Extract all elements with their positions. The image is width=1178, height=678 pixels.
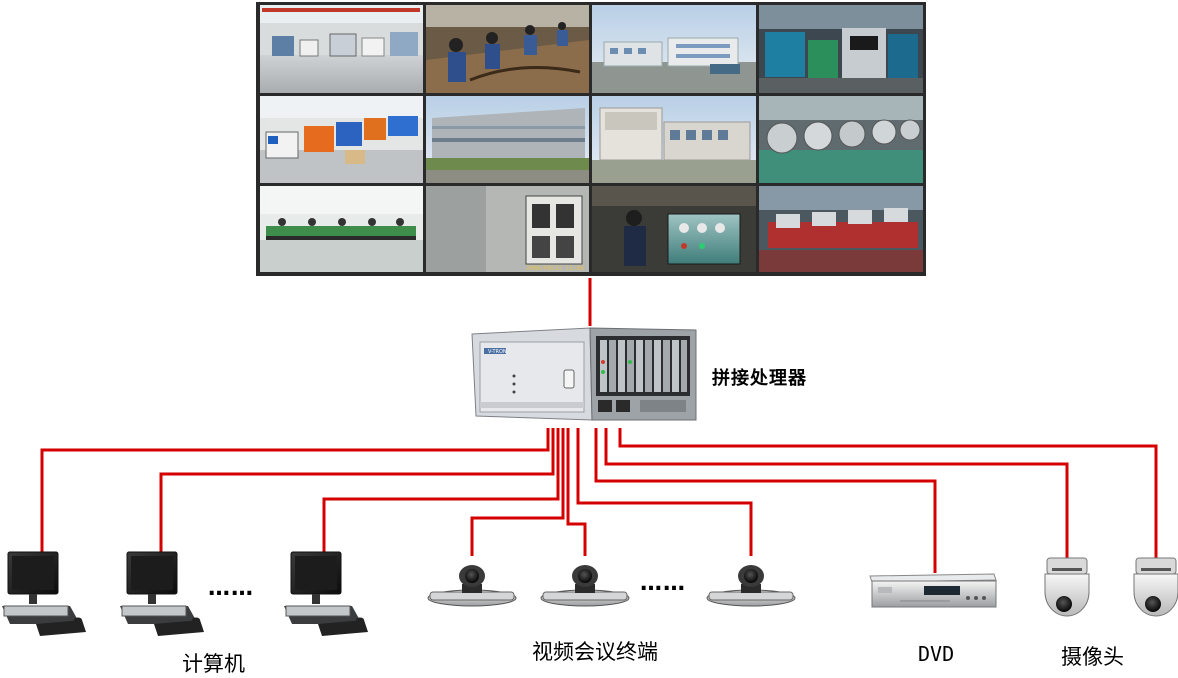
wall-tile-machinery (759, 5, 923, 93)
link-vc-3 (576, 428, 753, 556)
wall-tile-workshop-hall (260, 186, 423, 272)
link-camera-1 (604, 428, 1069, 560)
wall-tile-office-building (592, 96, 756, 183)
link-vc-2 (566, 428, 587, 556)
computer-1 (2, 551, 86, 636)
link-camera-2 (618, 428, 1158, 560)
dome-camera-2 (1133, 557, 1178, 617)
dvd-player (869, 573, 997, 608)
link-vc-1 (470, 428, 565, 556)
dome-camera-1 (1044, 557, 1090, 617)
wall-tile-electrical-cabinet: 2006/09/22 15:08 (426, 186, 589, 272)
wall-tile-assembly-workers (426, 5, 589, 93)
computers-ellipsis: …… (208, 576, 254, 601)
wall-tile-building-exterior (592, 5, 756, 93)
link-computer-3 (322, 428, 560, 553)
cameras-label: 摄像头 (1061, 645, 1124, 669)
vc-terminal-1 (427, 565, 517, 607)
link-dvd (594, 428, 937, 573)
computers-label: 计算机 (182, 652, 245, 676)
link-computer-2 (159, 428, 555, 553)
link-computer-1 (40, 428, 550, 553)
connection-lines (40, 278, 1158, 573)
computer-2 (120, 551, 204, 636)
vc-terminal-2 (540, 565, 630, 607)
dvd-label: DVD (918, 642, 955, 666)
video-conference-label: 视频会议终端 (532, 640, 658, 664)
splicing-processor: V-TRON (471, 327, 697, 421)
wall-tile-motor-storage (759, 96, 923, 183)
video-wall: 2006/09/22 15:08 (256, 2, 926, 276)
vc-terminal-3 (706, 565, 796, 607)
wall-tile-warehouse-exterior (426, 96, 589, 183)
wall-tile-factory-floor (260, 5, 423, 93)
wall-tile-operator-console (592, 186, 756, 272)
video-conference-ellipsis: …… (640, 571, 686, 596)
processor-brand: V-TRON (488, 349, 507, 355)
computer-3 (284, 551, 368, 636)
wall-tile-machines-row (260, 96, 423, 183)
wall-timestamp: 2006/09/22 15:08 (526, 265, 584, 272)
wall-tile-production-line (759, 186, 923, 272)
processor-label: 拼接处理器 (712, 368, 807, 389)
